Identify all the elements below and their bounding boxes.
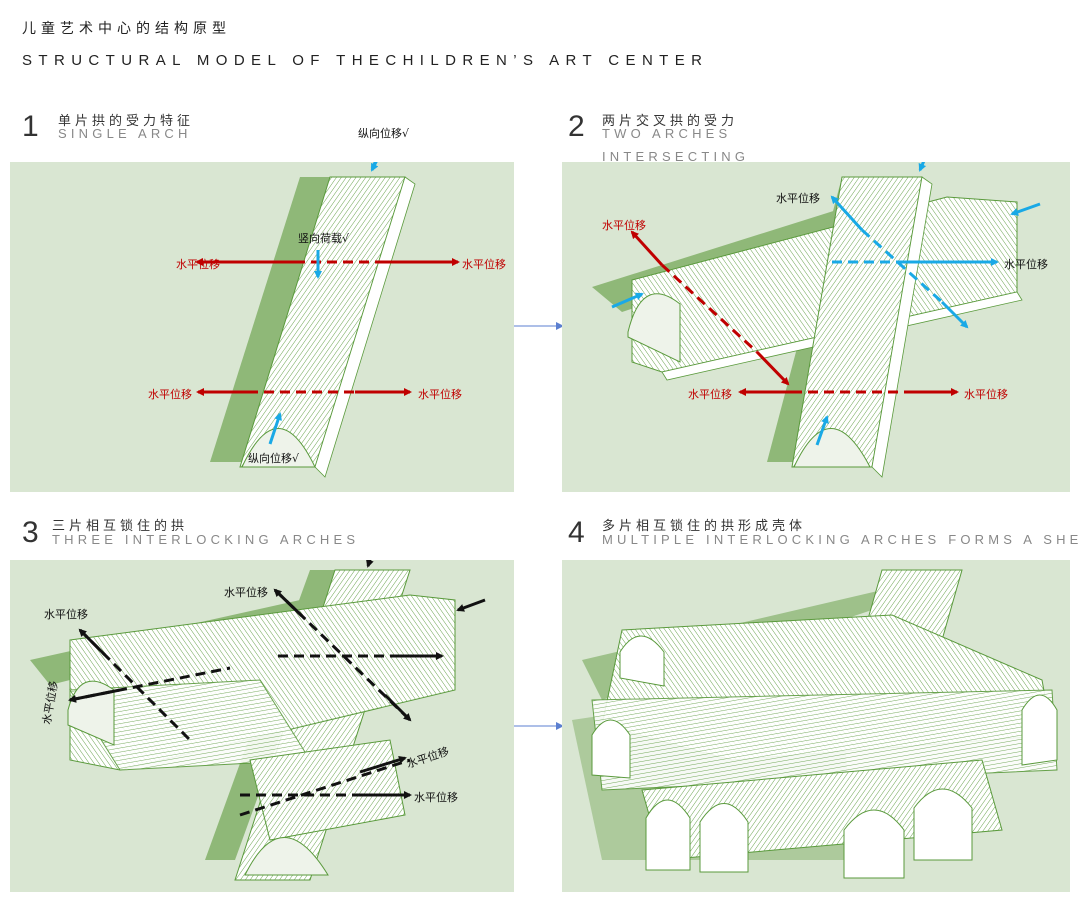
shell-opening-left	[592, 720, 630, 778]
section-2-number: 2	[568, 112, 585, 142]
two-arches-diagram: 水平位移 水平位移 水平位移 水平位移 水平位移	[562, 162, 1070, 492]
panel-shell	[562, 560, 1070, 892]
black-arrow-top	[368, 560, 378, 566]
section-4-title-en: MULTIPLE INTERLOCKING ARCHES FORMS A SHE…	[602, 532, 1080, 547]
page-title-chinese: 儿童艺术中心的结构原型	[22, 18, 231, 38]
shell-opening-2	[700, 804, 748, 873]
label-horizontal-right-top: 水平位移	[462, 257, 506, 271]
single-arch-diagram: 水平位移 水平位移 水平位移 水平位移 竖向荷载√ 纵向位移√	[10, 162, 514, 492]
label-vertical-load: 竖向荷载√	[298, 231, 350, 245]
label-horizontal-left-bottom: 水平位移	[148, 387, 192, 401]
section-4-number: 4	[568, 518, 585, 548]
label-horizontal-rotated: 水平位移	[39, 680, 60, 726]
label-horizontal-right-bottom: 水平位移	[418, 387, 462, 401]
label-horizontal-right: 水平位移	[964, 387, 1008, 401]
shell-opening-right	[1022, 695, 1057, 765]
panel-three-arches: 水平位移 水平位移 水平位移 水平位移 水平位移	[10, 560, 514, 892]
label-horizontal-diagonal-bottom: 水平位移	[405, 744, 451, 771]
shell-opening-4	[914, 789, 972, 860]
label-horizontal-top: 水平位移	[224, 585, 268, 599]
red-arrow-diagonal-top	[632, 232, 662, 265]
label-horizontal-left: 水平位移	[688, 387, 732, 401]
black-arrow-right-end	[458, 600, 485, 610]
label-horizontal-left-top: 水平位移	[44, 607, 88, 621]
three-arches-diagram: 水平位移 水平位移 水平位移 水平位移 水平位移	[10, 560, 514, 892]
label-longitudinal-top: 纵向位移√	[358, 125, 409, 141]
section-3-number: 3	[22, 518, 39, 548]
panel-single-arch: 水平位移 水平位移 水平位移 水平位移 竖向荷载√ 纵向位移√	[10, 162, 514, 492]
page-title-english: STRUCTURAL MODEL OF THECHILDREN’S ART CE…	[22, 52, 708, 69]
section-2-title-en-line1: TWO ARCHES	[602, 126, 731, 141]
shell-opening-3	[844, 810, 904, 878]
panel-two-arches: 水平位移 水平位移 水平位移 水平位移 水平位移	[562, 162, 1070, 492]
connector-arrow-1-2	[512, 318, 566, 334]
label-horizontal-top: 水平位移	[776, 191, 820, 205]
label-horizontal-bottom: 水平位移	[414, 790, 458, 804]
label-longitudinal-bottom: 纵向位移√	[248, 451, 300, 465]
section-3-title-en: THREE INTERLOCKING ARCHES	[52, 532, 359, 547]
connector-arrow-3-4	[512, 718, 566, 734]
label-horizontal-left-top: 水平位移	[176, 257, 220, 271]
label-horizontal-blue-right: 水平位移	[1004, 257, 1048, 271]
shell-opening-1	[646, 800, 690, 870]
blue-arrow-top	[920, 162, 932, 170]
red-arrow-diagonal-bottom	[757, 352, 788, 384]
section-1-number: 1	[22, 112, 39, 142]
shell-diagram	[562, 560, 1070, 892]
section-1-title-en: SINGLE ARCH	[58, 126, 192, 141]
label-horizontal-diagonal: 水平位移	[602, 218, 646, 232]
